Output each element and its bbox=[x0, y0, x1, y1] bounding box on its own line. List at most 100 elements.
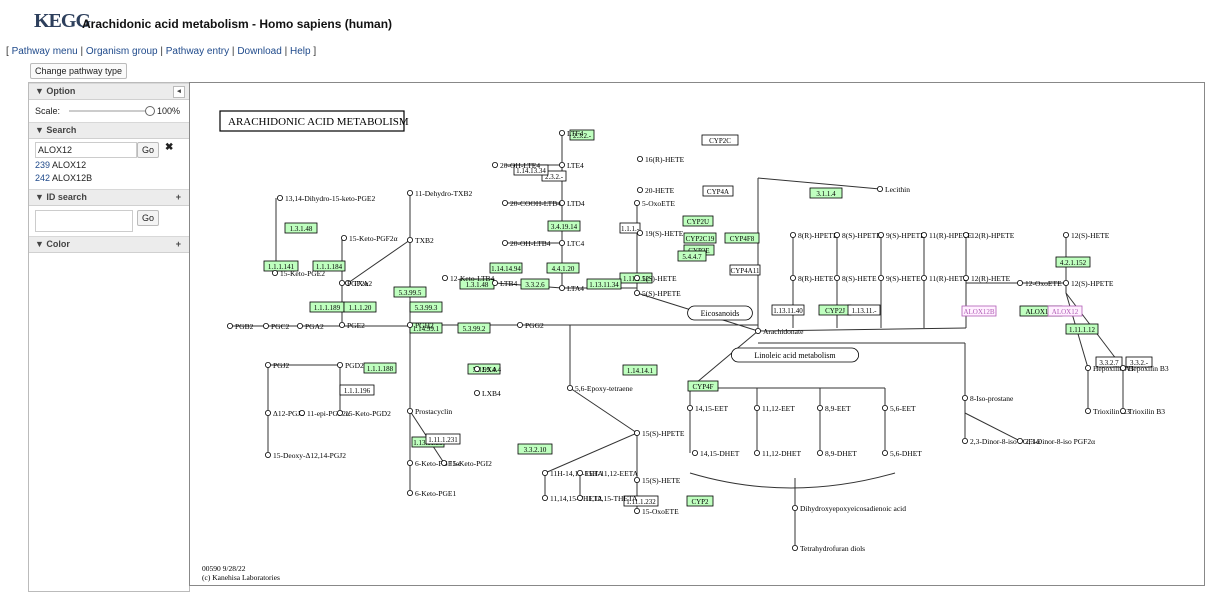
compound-node[interactable]: 15-Keto-PGF2α bbox=[340, 234, 398, 243]
search-panel-header[interactable]: ▼ Search bbox=[29, 122, 189, 139]
enzyme-box[interactable]: CYP2 bbox=[686, 495, 714, 507]
compound-node[interactable]: LTF4 bbox=[558, 129, 584, 138]
compound-node[interactable]: 15(S)-HPETE bbox=[633, 429, 685, 438]
id-search-panel-header[interactable]: ▼ ID search + bbox=[29, 189, 189, 206]
compound-node[interactable]: PGE2 bbox=[338, 321, 365, 330]
compound-node[interactable]: Hepoxilin B3 bbox=[1120, 364, 1169, 373]
enzyme-box[interactable]: CYP2U bbox=[682, 215, 714, 227]
enzyme-box[interactable]: CYP4A bbox=[702, 185, 734, 197]
compound-node[interactable]: PGG2 bbox=[516, 321, 544, 330]
enzyme-box[interactable]: CYP2J bbox=[818, 304, 852, 316]
enzyme-box[interactable]: 2.3.2.- bbox=[569, 129, 595, 141]
enzyme-box[interactable]: 3.3.2.6 bbox=[520, 278, 550, 290]
compound-node[interactable]: 11H-14,15-EETA bbox=[541, 469, 604, 478]
enzyme-box[interactable]: 2.3.2.- bbox=[541, 170, 567, 182]
search-go-button[interactable]: Go bbox=[137, 142, 160, 158]
enzyme-box[interactable]: 1.1.1.184 bbox=[312, 260, 346, 272]
kegg-logo[interactable]: KEGG bbox=[34, 10, 91, 32]
enzyme-box[interactable]: 5.3.99.3 bbox=[409, 301, 443, 313]
compound-node[interactable]: Lecithin bbox=[877, 185, 910, 194]
compound-node[interactable]: 8,9-EET bbox=[817, 404, 851, 413]
compound-node[interactable]: 15-Keto-PGI2 bbox=[440, 459, 492, 468]
enzyme-box[interactable]: 3.3.2.- bbox=[1125, 356, 1153, 368]
compound-node[interactable]: Linoleic acid metabolism bbox=[731, 347, 860, 363]
compound-node[interactable]: 15-OxoETE bbox=[633, 507, 679, 516]
scale-slider-handle[interactable] bbox=[145, 106, 155, 116]
menu-pathway-entry[interactable]: Pathway entry bbox=[165, 46, 230, 57]
compound-node[interactable]: 5,6-DHET bbox=[882, 449, 922, 458]
menu-pathway-menu[interactable]: Pathway menu bbox=[11, 46, 78, 57]
compound-node[interactable]: 16(R)-HETE bbox=[636, 155, 685, 164]
enzyme-box[interactable]: 1.1.1.141 bbox=[263, 260, 299, 272]
compound-node[interactable]: LTE4 bbox=[558, 161, 584, 170]
compound-node[interactable]: Δ12-PGJ2 bbox=[265, 409, 304, 418]
compound-node[interactable]: 12-OxoETE bbox=[1017, 279, 1062, 288]
compound-node[interactable]: 8(R)-HETE bbox=[790, 274, 834, 283]
enzyme-box[interactable]: CYP2C bbox=[701, 134, 739, 146]
enzyme-box[interactable]: CYP4A11 bbox=[729, 264, 761, 276]
compound-node[interactable]: LTC4 bbox=[558, 239, 584, 248]
compound-node[interactable]: 9(S)-HPETE bbox=[878, 231, 925, 240]
highlighted-enzyme-box[interactable]: ALOX12B bbox=[961, 305, 997, 317]
scale-slider-track[interactable] bbox=[69, 110, 145, 112]
color-panel-header[interactable]: ▼ Color + bbox=[29, 236, 189, 253]
option-panel-header[interactable]: ▼ Option ◂ bbox=[29, 83, 189, 100]
compound-node[interactable]: 8(R)-HPETE bbox=[790, 231, 838, 240]
compound-node[interactable]: 8,9-DHET bbox=[817, 449, 857, 458]
compound-node[interactable]: TXB2 bbox=[406, 236, 434, 245]
enzyme-box[interactable]: 3.3.2.7 bbox=[1095, 356, 1123, 368]
enzyme-box[interactable]: 1.13.11.40 bbox=[771, 304, 805, 316]
compound-node[interactable]: PGH2 bbox=[406, 321, 434, 330]
enzyme-box[interactable]: 1.3.1.48 bbox=[284, 222, 318, 234]
compound-node[interactable]: 12(S)-HETE bbox=[1063, 231, 1110, 240]
compound-node[interactable]: 12(S)-HPETE bbox=[1063, 279, 1114, 288]
compound-node[interactable]: Dihydroxyepoxyeicosadienoic acid bbox=[792, 504, 906, 513]
enzyme-box[interactable]: 5.3.99.5 bbox=[393, 286, 427, 298]
compound-node[interactable]: 12(R)-HETE bbox=[963, 274, 1011, 283]
search-result-item[interactable]: 239 ALOX12 bbox=[29, 159, 189, 172]
compound-node[interactable]: 6-Keto-PGE1 bbox=[406, 489, 456, 498]
compound-node[interactable]: LXB4 bbox=[473, 389, 501, 398]
compound-node[interactable]: 5,6-EET bbox=[882, 404, 916, 413]
compound-node[interactable]: 8-Iso-prostane bbox=[962, 394, 1014, 403]
compound-node[interactable]: 5(S)-HPETE bbox=[633, 289, 681, 298]
compound-node[interactable]: PGA2 bbox=[297, 322, 324, 331]
compound-node[interactable]: Eicosanoids bbox=[687, 305, 753, 321]
enzyme-box[interactable]: 1.1.1.- bbox=[619, 222, 641, 234]
compound-node[interactable]: 5-OxoETE bbox=[633, 199, 675, 208]
compound-node[interactable]: PGD2 bbox=[336, 361, 364, 370]
enzyme-box[interactable]: 4.2.1.152 bbox=[1055, 256, 1091, 268]
highlighted-enzyme-box[interactable]: ALOX12 bbox=[1047, 305, 1083, 317]
compound-node[interactable]: 12-Keto-LTB4 bbox=[441, 274, 495, 283]
compound-node[interactable]: PGF2α bbox=[338, 279, 369, 288]
enzyme-box[interactable]: 1.14.99.1 bbox=[409, 322, 443, 334]
compound-node[interactable]: 20-COOH-LTB4 bbox=[501, 199, 561, 208]
compound-node[interactable]: 5(S)-HETE bbox=[633, 274, 677, 283]
compound-node[interactable]: 11-Dehydro-TXB2 bbox=[406, 189, 472, 198]
menu-help[interactable]: Help bbox=[289, 46, 311, 57]
clear-search-icon[interactable]: ✖ bbox=[165, 142, 174, 153]
compound-node[interactable]: 5,6-Epoxy-tetraene bbox=[566, 384, 633, 393]
compound-node[interactable]: TXA2 bbox=[344, 279, 372, 288]
compound-node[interactable]: Tetrahydrofuran diols bbox=[792, 544, 865, 553]
id-search-input[interactable] bbox=[35, 210, 133, 232]
enzyme-box[interactable]: 3.3.2.10 bbox=[517, 443, 553, 455]
expand-icon[interactable]: + bbox=[175, 239, 181, 249]
enzyme-box[interactable]: 1.11.1.12 bbox=[1065, 323, 1099, 335]
compound-node[interactable]: Arachidonate bbox=[755, 327, 804, 336]
enzyme-box[interactable]: 1.11.1.232 bbox=[623, 495, 659, 507]
compound-node[interactable]: 11(R)-HETE bbox=[921, 274, 968, 283]
compound-node[interactable]: 15(S)-HETE bbox=[633, 476, 681, 485]
compound-node[interactable]: PGJ2 bbox=[265, 361, 290, 370]
enzyme-box[interactable]: 1.1.1.189 bbox=[309, 301, 345, 313]
compound-node[interactable]: 2,3-Dinor-8-iso PGF2α bbox=[1017, 437, 1095, 446]
change-pathway-type-button[interactable]: Change pathway type bbox=[30, 63, 128, 79]
compound-node[interactable]: Trioxilin B3 bbox=[1120, 407, 1165, 416]
enzyme-box[interactable]: 1.13.11.34 bbox=[586, 278, 622, 290]
enzyme-box[interactable]: 5.4.4.7 bbox=[677, 250, 707, 262]
compound-node[interactable]: 11-epi-PGF2α bbox=[299, 409, 350, 418]
enzyme-box[interactable]: CYP4F bbox=[687, 380, 719, 392]
compound-node[interactable]: 9(S)-HETE bbox=[878, 274, 921, 283]
enzyme-box[interactable]: 1.1.1.20 bbox=[343, 301, 377, 313]
compound-node[interactable]: PGB2 bbox=[227, 322, 254, 331]
